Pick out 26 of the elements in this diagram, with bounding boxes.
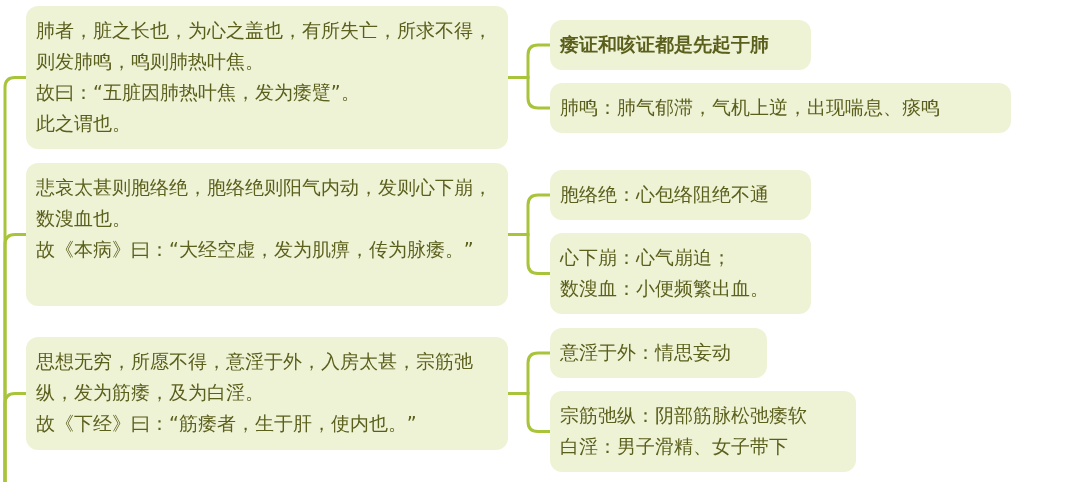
topic-box xyxy=(550,170,811,220)
topic-box xyxy=(26,6,508,149)
topic-box xyxy=(26,163,508,306)
topic-box xyxy=(26,337,508,450)
topic-text: 意淫于外：情思妄动 xyxy=(560,340,732,365)
topic-box xyxy=(550,83,1011,133)
topic-text: 心下崩：心气崩迫； xyxy=(560,245,732,270)
topic-text: 此之谓也。 xyxy=(36,111,132,136)
topic-box xyxy=(550,328,767,378)
topic-text: 悲哀太甚则胞络绝，胞络绝则阳气内动，发则心下崩，数溲血也。 xyxy=(36,175,493,231)
topic-text: 肺者，脏之长也，为心之盖也，有所失亡，所求不得，则发肺鸣，鸣则肺热叶焦。 xyxy=(36,18,493,74)
topic-text: 故《下经》曰：“筋痿者，生于肝，使内也。” xyxy=(36,411,418,436)
topic-text: 数溲血：小便频繁出血。 xyxy=(560,276,770,301)
topic-text: 肺鸣：肺气郁滞，气机上逆，出现喘息、痰鸣 xyxy=(560,95,941,120)
topic-box xyxy=(550,233,811,314)
topic-text: 思想无穷，所愿不得，意淫于外，入房太甚，宗筋弛纵，发为筋痿，及为白淫。 xyxy=(36,349,474,405)
topic-box xyxy=(550,20,811,70)
connector-line xyxy=(3,392,26,482)
topic-box xyxy=(550,391,856,472)
topic-text: 胞络绝：心包络阻绝不通 xyxy=(560,182,770,207)
topic-text: 白淫：男子滑精、女子带下 xyxy=(560,434,789,459)
connector-line xyxy=(508,392,550,433)
topic-text: 宗筋弛纵：阴部筋脉松弛痿软 xyxy=(560,403,808,428)
topic-text: 痿证和咳证都是先起于肺 xyxy=(560,32,770,57)
topic-text: 故曰：“五脏因肺热叶焦，发为痿躄”。 xyxy=(36,80,361,105)
topic-text: 故《本病》曰：“大经空虚，发为肌痹，传为脉痿。” xyxy=(36,237,475,262)
